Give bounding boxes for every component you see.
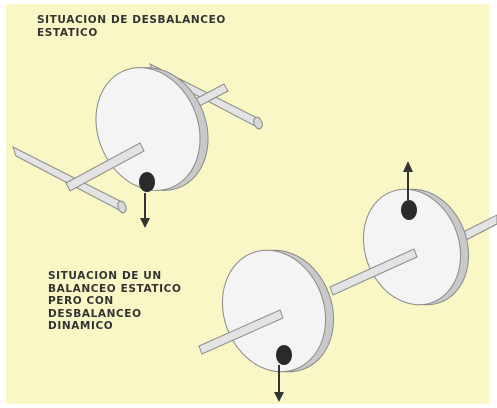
caption-dynamic-line-4: DESBALANCEO [48, 307, 142, 320]
disc-static [95, 67, 209, 191]
unbalance-mass-left-icon [276, 345, 292, 365]
arrow-down-icon [140, 193, 150, 228]
caption-dynamic-line-5: DINAMICO [48, 320, 114, 332]
caption-static-line-1: SITUACION DE DESBALANCEO [37, 14, 226, 26]
static-unbalance-figure [12, 62, 263, 228]
shaft-middle [329, 248, 418, 296]
caption-static-line-2: ESTATICO [37, 26, 98, 39]
disc-left [221, 249, 335, 373]
shaft-left-end [198, 309, 284, 355]
unbalance-mass-right-icon [401, 200, 417, 220]
unbalance-mass-icon [139, 172, 155, 192]
dynamic-unbalance-figure [198, 161, 497, 402]
arrow-down-left-icon [274, 365, 284, 402]
shaft-front [65, 142, 145, 192]
caption-static-unbalance: SITUACION DE DESBALANCEO ESTATICO [37, 14, 226, 39]
shaft-right-end [462, 214, 497, 241]
support-rail-front [12, 146, 127, 214]
caption-dynamic-line-3: PERO CON [48, 295, 114, 307]
caption-dynamic-line-2: BALANCEO ESTATICO [48, 282, 182, 295]
disc-right [362, 188, 470, 306]
caption-dynamic-line-1: SITUACION DE UN [48, 270, 162, 282]
caption-dynamic-unbalance: SITUACION DE UN BALANCEO ESTATICO PERO C… [48, 270, 182, 333]
arrow-up-icon [403, 161, 413, 200]
